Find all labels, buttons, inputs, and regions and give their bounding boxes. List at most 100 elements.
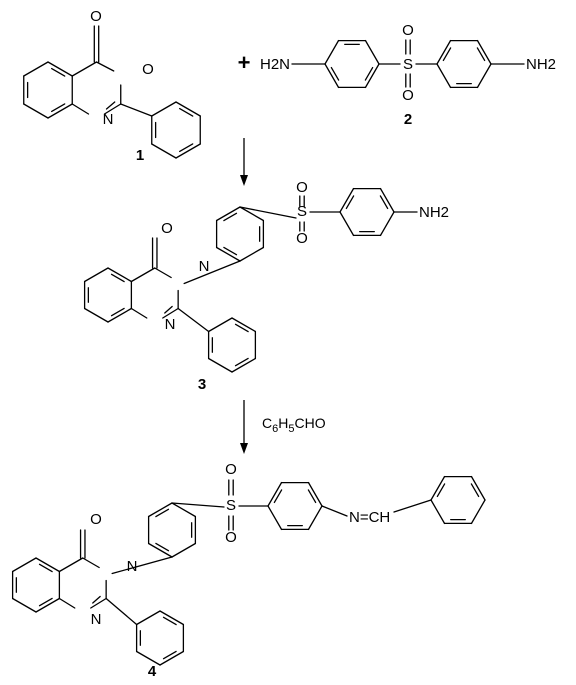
atom-so-down-4: O	[225, 529, 237, 546]
bond-26	[151, 101, 177, 117]
atom-sulfur-3: S	[297, 203, 307, 220]
bond-142	[155, 508, 170, 518]
atom-ring-n: N	[103, 111, 114, 128]
bond-103	[379, 187, 395, 213]
bond-154	[273, 489, 283, 504]
bond-157	[307, 489, 317, 504]
bond-62	[130, 267, 156, 283]
bond-10	[95, 61, 115, 72]
bond-156	[307, 481, 323, 507]
plus-sign: +	[238, 50, 251, 75]
bond-104	[379, 195, 389, 210]
bond-12	[103, 103, 122, 115]
bond-138	[147, 542, 173, 558]
bond-111	[11, 597, 37, 613]
bond-35	[364, 39, 380, 65]
bond-58	[83, 307, 109, 323]
bond-149	[307, 505, 323, 531]
bond-19	[179, 107, 194, 117]
bond-101	[345, 195, 355, 210]
compound-label-1: 1	[136, 147, 144, 164]
atom-n1-4: N	[91, 611, 102, 628]
bond-71	[231, 317, 257, 333]
arrow-step-2	[240, 400, 248, 454]
bond-66	[164, 305, 173, 314]
compound-4: S O O N=CH O N N 4	[90, 461, 390, 680]
bond-30	[324, 63, 340, 89]
compound-label-3: 3	[198, 376, 206, 393]
bond-42	[436, 39, 452, 65]
atom-carbonyl-o-4: O	[90, 511, 102, 528]
atom-n1-3: N	[165, 316, 176, 333]
atom-sulfur-4: S	[226, 497, 236, 514]
bond-119	[92, 595, 101, 604]
bond-22	[179, 143, 194, 153]
compound-label-2: 2	[404, 111, 412, 128]
bond-74	[231, 357, 257, 373]
bond-1	[51, 67, 66, 77]
bond-18	[175, 101, 201, 117]
bond-159	[393, 499, 432, 513]
bond-160	[470, 499, 486, 525]
bond-23	[151, 143, 177, 159]
bond-158	[321, 505, 348, 517]
bond-165	[436, 483, 446, 498]
bond-86	[223, 246, 238, 256]
amine-left: H2N	[260, 56, 290, 73]
atom-n3-4: N	[127, 558, 138, 575]
compound-label-4: 4	[148, 663, 157, 680]
bond-75	[234, 357, 249, 367]
bond-143	[171, 502, 225, 508]
bond-134	[171, 502, 197, 518]
bond-84	[239, 246, 265, 262]
atom-so-down-2: O	[402, 87, 414, 104]
bond-99	[339, 211, 355, 237]
arrow-step-1	[240, 138, 248, 186]
bond-31	[330, 66, 340, 81]
bond-63	[154, 267, 172, 279]
bond-125	[162, 616, 177, 626]
bond-14	[71, 103, 90, 115]
atom-so-up-3: O	[296, 179, 308, 196]
bond-153	[267, 481, 283, 507]
compound-3: S O O NH2 O N N 3	[161, 179, 449, 393]
bond-79	[207, 317, 233, 333]
compound-1: O O N 1	[90, 8, 154, 164]
bond-70	[177, 307, 210, 333]
amine-left-h: H2N	[260, 56, 290, 73]
bond-137	[171, 542, 197, 558]
bond-132	[135, 610, 161, 626]
bond-9	[71, 61, 98, 77]
bond-123	[105, 597, 138, 626]
reagent-h: H	[278, 415, 288, 431]
bond-107	[38, 563, 53, 573]
bond-85	[215, 246, 241, 262]
bond-114	[11, 557, 37, 573]
bond-152	[267, 505, 283, 531]
atom-sulfur-2: S	[403, 56, 413, 73]
bond-168	[470, 483, 480, 498]
bond-164	[430, 475, 446, 501]
bond-61	[83, 267, 109, 283]
bond-8	[23, 61, 49, 77]
reagent-sub-5: 5	[288, 423, 294, 435]
bond-67	[130, 307, 148, 319]
bond-141	[147, 502, 173, 518]
reagent-cho: CHO	[295, 415, 326, 431]
bond-106	[35, 557, 61, 573]
reagent-benzaldehyde: C6H5CHO	[262, 415, 326, 435]
bond-115	[58, 557, 84, 573]
bond-120	[58, 597, 76, 609]
compound-2: H2N S O O NH2 2	[260, 22, 556, 128]
bond-43	[442, 47, 452, 62]
bond-46	[476, 47, 486, 62]
bond-32	[324, 39, 340, 65]
bond-53	[107, 267, 133, 283]
atom-carbonyl-o-3: O	[161, 220, 173, 237]
bond-100	[339, 187, 355, 213]
amine-right-3: NH2	[419, 204, 449, 221]
bond-54	[110, 273, 125, 283]
bond-27	[364, 63, 380, 89]
atom-so-up-2: O	[402, 22, 414, 39]
